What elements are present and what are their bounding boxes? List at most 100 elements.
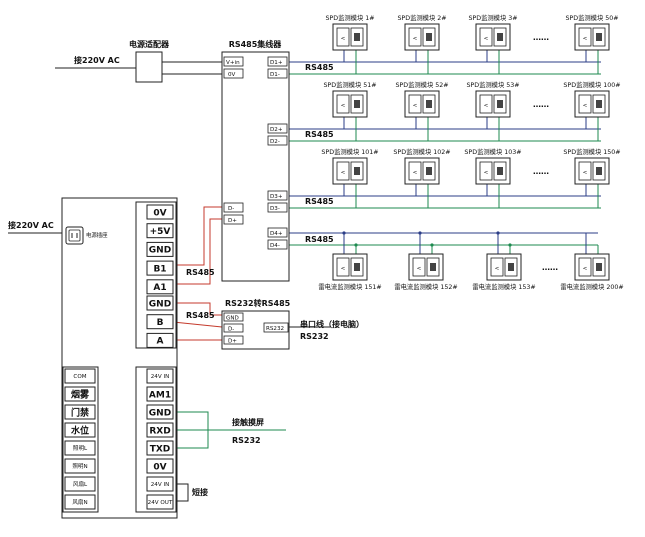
terminal-label: 0V	[153, 208, 166, 218]
serial-line-label: 串口线（接电脑）	[300, 319, 364, 329]
hub-out-d3-plus: D3+	[270, 194, 283, 200]
bus-label-row2: RS485	[305, 130, 334, 139]
ellipsis: ……	[533, 100, 549, 109]
module-port-icon	[596, 167, 602, 175]
module-label: SPD监测模块 103#	[464, 147, 521, 156]
terminal-label: 照明L	[73, 445, 88, 452]
module-port-icon	[354, 167, 360, 175]
module-port-icon	[354, 33, 360, 41]
bus-label-row1: RS485	[305, 63, 334, 72]
module-label: SPD监测模块 52#	[395, 80, 448, 89]
module-port-icon	[497, 33, 503, 41]
terminal-label: B	[157, 318, 164, 328]
terminal-label: TXD	[150, 444, 171, 454]
module-port-icon	[426, 33, 432, 41]
module-port-icon	[497, 167, 503, 175]
module-label: SPD监测模块 51#	[323, 80, 376, 89]
module-label: SPD监测模块 50#	[565, 13, 618, 22]
terminal-label: 风扇N	[72, 498, 87, 506]
terminal-label: 烟雾	[71, 388, 90, 400]
spd-module: < SPD监测模块 103#	[464, 147, 522, 185]
lightning-module: <雷电流监测模块 152#	[394, 253, 458, 291]
spd-module: <SPD监测模块 51#	[323, 80, 377, 118]
module-label: SPD监测模块 102#	[393, 147, 450, 156]
terminal-label: +5V	[150, 227, 171, 237]
module-port-icon: <	[484, 103, 489, 109]
terminal-label: 24V OUT	[148, 500, 173, 506]
bus-label-row3: RS485	[305, 197, 334, 206]
module-label: SPD监测模块 101#	[321, 147, 378, 156]
converter-port-rs232: RS232	[266, 326, 284, 332]
module-port-icon: <	[417, 266, 422, 272]
hub-out-d4-plus: D4+	[270, 231, 283, 237]
terminal-label: 0V	[153, 462, 166, 472]
terminal-label: 24V IN	[151, 374, 170, 380]
terminal-label: 门禁	[71, 406, 89, 418]
module-label: SPD监测模块 100#	[563, 80, 620, 89]
terminal-label: COM	[73, 374, 86, 380]
module-label: SPD监测模块 1#	[325, 13, 374, 22]
module-port-icon: <	[413, 103, 418, 109]
hub-out-d3-minus: D3-	[270, 206, 280, 212]
touch-screen-sub: RS232	[232, 436, 261, 445]
spd-module: < SPD监测模块 52#	[395, 80, 449, 118]
module-port-icon: <	[484, 170, 489, 176]
hub-port-0v: 0V	[228, 72, 236, 78]
module-port-icon	[430, 263, 436, 271]
hub-out-d2-minus: D2-	[270, 139, 280, 145]
spd-module: < SPD监测模块 1#	[325, 13, 375, 51]
module-label: 雷电流监测模块 153#	[472, 282, 535, 291]
rs485-hub: RS485集线器 V+in 0V D- D+ D1+ D1- D2+ D2- D…	[221, 39, 290, 282]
module-port-icon	[426, 100, 432, 108]
module-port-icon: <	[341, 170, 346, 176]
module-label: 雷电流监测模块 151#	[318, 282, 381, 291]
module-label: SPD监测模块 53#	[466, 80, 519, 89]
spd-module: <SPD监测模块 2#	[397, 13, 447, 51]
serial-line-sub: RS232	[300, 332, 329, 341]
terminal-label: 照明N	[72, 463, 87, 470]
hub-port-d-minus: D-	[228, 206, 234, 212]
hub-out-d4-minus: D4-	[270, 243, 280, 249]
module-port-icon	[354, 100, 360, 108]
rs232-rs485-converter: RS232转RS485 GND D- D+ RS232 串口线（接电脑） RS2…	[221, 298, 364, 350]
module-label: SPD监测模块 3#	[468, 13, 517, 22]
hub-out-d1-plus: D1+	[270, 60, 283, 66]
terminal-label: 风扇L	[73, 480, 88, 488]
module-port-icon	[354, 263, 360, 271]
lightning-module: <雷电流监测模块 151#	[318, 253, 382, 291]
spd-module: <SPD监测模块 3#	[468, 13, 518, 51]
wires	[8, 46, 601, 502]
ac-input-top-label: 接220V AC	[74, 55, 120, 65]
terminal-label: GND	[149, 299, 171, 309]
short-label: 短接	[192, 487, 208, 497]
module-port-icon	[596, 100, 602, 108]
converter-title: RS232转RS485	[225, 298, 291, 308]
socket-label: 电源插座	[86, 231, 108, 239]
lightning-module: <雷电流监测模块 200#	[560, 253, 624, 291]
power-socket-icon	[65, 226, 84, 245]
spd-module: < SPD监测模块 102#	[393, 147, 451, 185]
module-port-icon	[596, 33, 602, 41]
module-port-icon: <	[341, 36, 346, 42]
ellipsis: ……	[533, 167, 549, 176]
lightning-current-modules: <雷电流监测模块 151#<雷电流监测模块 152#<雷电流监测模块 153#<…	[318, 253, 624, 291]
terminal-label: 24V IN	[151, 482, 170, 488]
touch-screen-label: 接触摸屏	[232, 417, 264, 427]
adapter-title: 电源适配器	[129, 39, 170, 49]
lightning-module: < 雷电流监测模块 153#	[472, 253, 536, 291]
spd-module: <SPD监测模块 50#	[565, 13, 619, 51]
hub-title: RS485集线器	[229, 39, 283, 49]
spd-module: < SPD监测模块 101#	[321, 147, 379, 185]
converter-port-d-minus: D-	[228, 327, 234, 333]
module-port-icon: <	[413, 170, 418, 176]
module-port-icon: <	[495, 266, 500, 272]
module-port-icon: <	[583, 170, 588, 176]
power-adapter: 电源适配器 接220V AC	[74, 39, 170, 83]
spd-module: <SPD监测模块 100#	[563, 80, 621, 118]
spd-modules: <SPD监测模块 1#<SPD监测模块 2#<SPD监测模块 3#<SPD监测模…	[321, 13, 621, 185]
terminal-label: GND	[149, 408, 171, 418]
